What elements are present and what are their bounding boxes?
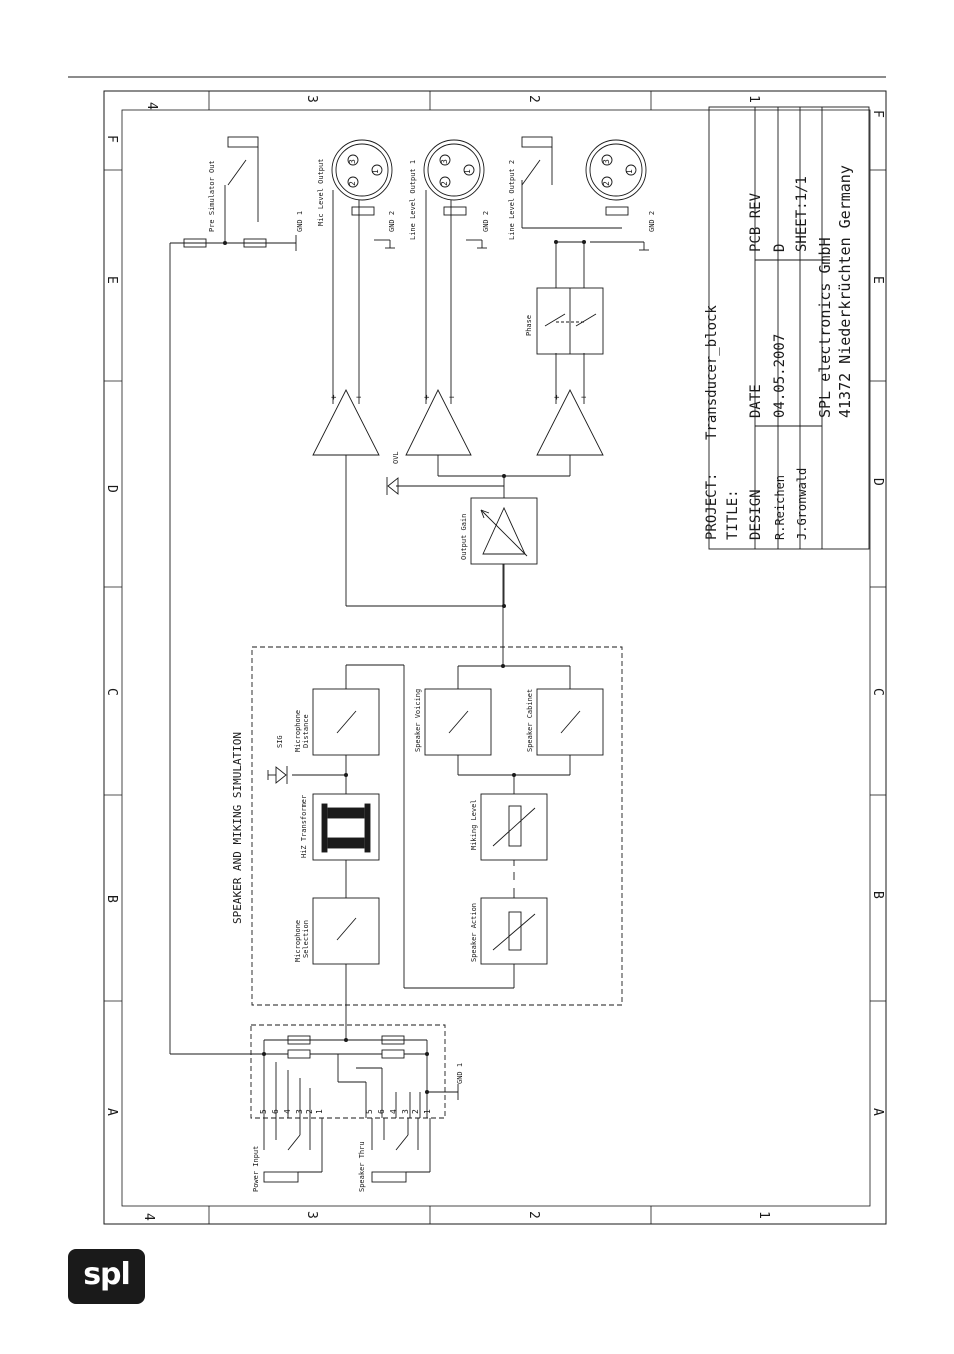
speaker-cabinet-label: Speaker Cabinet [526,689,534,752]
row-label-right-d: D [870,478,885,486]
mic-selection-label-2: Selection [302,920,310,958]
thru-pin-5: 5 [365,1109,374,1114]
mic-distance-label-1: Microphone [294,710,302,752]
row-label-left-e: E [104,276,119,284]
row-label-right-f: F [870,110,885,118]
speaker-thru-label: Speaker Thru [358,1141,366,1192]
xlr3-pin-3: 3 [602,159,611,164]
row-label-right-e: E [870,276,885,284]
col-label-bottom-4: 4 [141,1213,156,1221]
gnd2-xlr3-label: GND 2 [648,211,656,232]
ovl-led-label: OVL [392,451,400,464]
line-output-1-label: Line Level Output 1 [409,160,417,240]
xlr3-pin-1: 1 [625,169,634,174]
hiz-transformer-label: HiZ Transformer [300,795,308,858]
gnd1-top-label: GND 1 [296,211,304,232]
pcb-rev-label: PCB REV [748,192,764,252]
thru-pin-6: 6 [377,1109,386,1114]
col-label-bottom-3: 3 [304,1211,319,1219]
row-label-left-a: A [104,1108,119,1116]
miking-level-label: Miking Level [470,799,478,850]
sig-led-label: SIG [276,735,284,748]
title-block [708,106,870,550]
power-pin-4: 4 [283,1109,292,1114]
company-line-2: 41372 Niederkrüchten Germany [836,165,854,418]
gnd2-xlr1-label: GND 2 [388,211,396,232]
sheet-number: SHEET:1/1 [794,176,810,252]
xlr3-pin-2: 2 [602,181,611,186]
row-label-left-b: B [104,895,119,903]
simulation-title: SPEAKER AND MIKING SIMULATION [231,732,244,924]
phase-label: Phase [525,315,533,336]
col-label-top-4: 4 [144,102,159,110]
power-pin-5: 5 [259,1109,268,1114]
project-value: Transducer_block [704,305,720,440]
title-label: TITLE: [725,489,741,540]
xlr1-pin-1: 1 [371,169,380,174]
amp2-minus: − [449,393,455,403]
amp2-plus: + [424,393,430,403]
row-label-left-f: F [104,135,119,143]
speaker-action-label: Speaker Action [470,903,478,962]
pre-simulator-out-label: Pre Simulator Out [208,160,216,232]
amp1-plus: + [331,393,337,403]
output-gain-label: Output Gain [460,514,468,560]
designer-1: R.Reichen [773,475,787,540]
xlr2-pin-2: 2 [440,181,449,186]
amp1-minus: − [356,393,362,403]
mic-level-output-label: Mic Level Output [317,159,325,226]
date-value: 04.05.2007 [772,334,788,418]
xlr2-pin-1: 1 [463,169,472,174]
thru-pin-1: 1 [423,1109,432,1114]
power-pin-2: 2 [305,1109,314,1114]
thru-pin-2: 2 [411,1109,420,1114]
amp3-minus: − [581,393,587,403]
row-label-right-b: B [870,891,885,899]
line-output-2-label: Line Level Output 2 [508,160,516,240]
row-label-left-c: C [104,688,119,696]
col-label-top-3: 3 [304,95,319,103]
speaker-voicing-label: Speaker Voicing [414,689,422,752]
col-label-top-2: 2 [526,95,541,103]
pcb-rev-value: D [772,244,788,252]
power-pin-1: 1 [315,1109,324,1114]
spl-logo-text: spl [83,1257,131,1292]
mic-selection-label-1: Microphone [294,920,302,962]
row-label-right-a: A [870,1108,885,1116]
col-label-bottom-1: 1 [756,1211,771,1219]
design-label: DESIGN [748,489,764,540]
xlr2-pin-3: 3 [440,159,449,164]
power-input-label: Power Input [252,1146,260,1192]
xlr1-pin-3: 3 [348,159,357,164]
power-pin-3: 3 [295,1109,304,1114]
mic-distance-label-2: Distance [302,714,310,748]
power-pin-6: 6 [271,1109,280,1114]
xlr1-pin-2: 2 [348,181,357,186]
gnd1-input-label: GND 1 [456,1063,464,1084]
designer-2: J.Gronwald [795,468,809,540]
amp3-plus: + [554,393,560,403]
thru-pin-3: 3 [401,1109,410,1114]
spl-logo: spl [68,1249,145,1304]
company-line-1: SPL electronics GmbH [816,237,834,418]
col-label-top-1: 1 [746,95,761,103]
row-label-right-c: C [870,688,885,696]
col-label-bottom-2: 2 [526,1211,541,1219]
gnd2-xlr2-label: GND 2 [482,211,490,232]
row-label-left-d: D [104,485,119,493]
thru-pin-4: 4 [389,1109,398,1114]
date-label: DATE [748,384,764,418]
project-label: PROJECT: [704,473,720,540]
